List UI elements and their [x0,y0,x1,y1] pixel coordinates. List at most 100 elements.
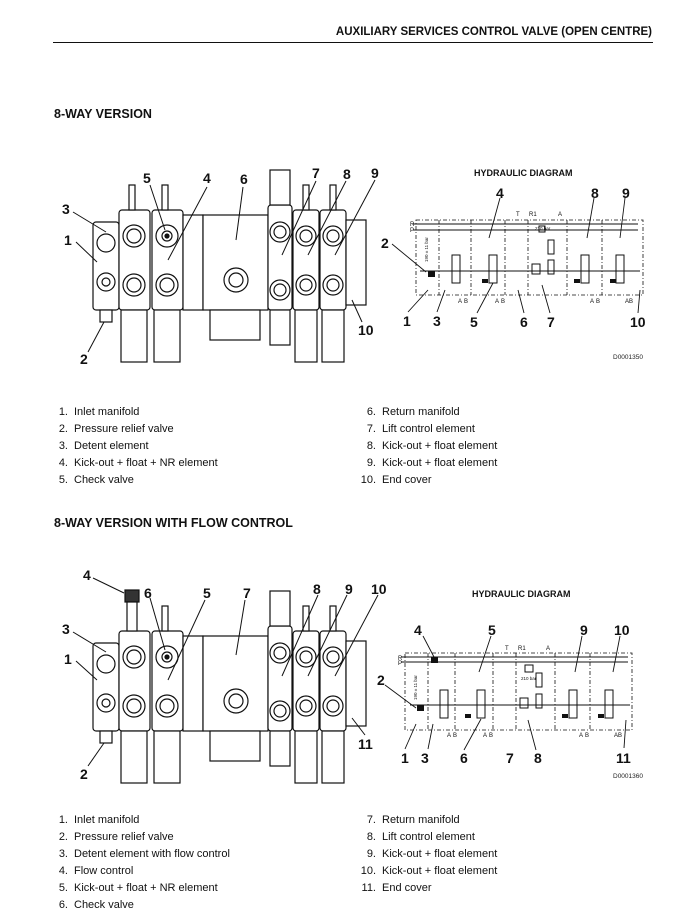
port-label-p: P [410,228,414,234]
diagram-callout-8: 8 [534,750,542,766]
legend-item: 10.End cover [360,474,432,486]
hydraulic-diagram-title: HYDRAULIC DIAGRAM [474,168,573,178]
legend-item: 3.Detent element with flow control [58,848,230,860]
callout-1: 1 [64,232,72,248]
diagram-callout-6: 6 [460,750,468,766]
callout-8: 8 [343,166,351,182]
port-label-a-1: A [458,299,462,305]
callout-10: 10 [358,322,374,338]
callout-5: 5 [143,170,151,186]
port-label-a-3: A [579,733,583,739]
port-label-b-1: B [464,299,468,305]
port-label-p: P [398,661,402,667]
diagram-callout-9: 9 [622,185,630,201]
port-label-b-1: B [453,733,457,739]
pressure-label-190: 190 ± 11 bar [413,675,418,700]
diagram-callout-9: 9 [580,622,588,638]
end-cover-shape [345,219,367,306]
port-label-a-2: A [495,299,499,305]
callout-11: 11 [358,736,373,752]
callout-2: 2 [80,351,88,367]
callout-9: 9 [371,165,379,181]
port-label-t: T [505,646,509,652]
legend-item: 8.Lift control element [366,831,475,843]
callout-9: 9 [345,581,353,597]
legend-item: 1.Inlet manifold [58,814,140,826]
legend-item: 2.Pressure relief valve [58,423,174,435]
port-label-a-1: A [447,733,451,739]
hydraulic-diagram-title: HYDRAULIC DIAGRAM [472,589,571,599]
legend-item: 4.Kick-out + float + NR element [58,457,218,469]
legend-item: 3.Detent element [58,440,149,452]
legend-item: 8.Kick-out + float element [366,440,498,452]
callout-7: 7 [243,585,251,601]
callout-4: 4 [203,170,211,186]
header-divider [53,42,653,43]
legend-left-8-way: 1.Inlet manifold 2.Pressure relief valve… [52,404,218,489]
legend-item: 7.Return manifold [366,814,460,826]
port-label-a-2: A [483,733,487,739]
legend-item: 2.Pressure relief valve [58,831,174,843]
legend-right-8-way: 6.Return manifold 7.Lift control element… [360,404,498,489]
port-label-a-3: A [590,299,594,305]
legend-right-flow-control: 7.Return manifold 8.Lift control element… [360,812,498,897]
callout-7: 7 [312,165,320,181]
diagram-callout-4: 4 [496,185,504,201]
diagram-callout-2: 2 [381,235,389,251]
port-label-b-3: B [585,733,589,739]
legend-item: 11.End cover [361,882,432,894]
port-label-b-2: B [501,299,505,305]
legend-item: 6.Check valve [58,899,134,911]
port-label-t: T [516,212,520,218]
diagram-callout-10: 10 [614,622,630,638]
diagram-callout-10: 10 [630,314,646,330]
section-title-8-way-flow-control: 8-WAY VERSION WITH FLOW CONTROL [54,516,293,530]
port-label-a-top: A [546,646,550,652]
section-title-8-way: 8-WAY VERSION [54,107,152,121]
legend-item: 5.Check valve [58,474,134,486]
diagram-callout-5: 5 [470,314,478,330]
callout-6: 6 [240,171,248,187]
callout-6: 6 [144,585,152,601]
port-label-ab: AB [625,299,633,305]
callout-4: 4 [83,567,91,583]
legend-item: 4.Flow control [58,865,134,877]
callout-2: 2 [80,766,88,782]
legend-item: 9.Kick-out + float element [366,848,498,860]
callout-1: 1 [64,651,72,667]
page-header-title: AUXILIARY SERVICES CONTROL VALVE (OPEN C… [335,26,652,38]
diagram-callout-11: 11 [616,750,631,766]
diagram-callout-7: 7 [506,750,514,766]
diagram-callout-3: 3 [433,313,441,329]
diagram-callout-4: 4 [414,622,422,638]
diagram-callout-1: 1 [403,313,411,329]
port-label-b-2: B [489,733,493,739]
callout-8: 8 [313,581,321,597]
diagram-callout-1: 1 [401,750,409,766]
drawing-code: D0001360 [613,773,643,780]
pressure-label-210: 210 bar [521,676,537,681]
callout-3: 3 [62,621,70,637]
pressure-label-190: 190 ± 11 bar [424,237,429,262]
legend-item: 9.Kick-out + float element [366,457,498,469]
legend-item: 7.Lift control element [366,423,475,435]
port-label-b-3: B [596,299,600,305]
port-label-ab: AB [614,733,622,739]
legend-item: 6.Return manifold [366,406,460,418]
diagram-callout-6: 6 [520,314,528,330]
diagram-callout-8: 8 [591,185,599,201]
port-label-r1: R1 [529,212,537,218]
legend-item: 5.Kick-out + float + NR element [58,882,218,894]
legend-item: 1.Inlet manifold [58,406,140,418]
drawing-code: D0001350 [613,354,643,361]
callout-10: 10 [371,581,387,597]
diagram-callout-7: 7 [547,314,555,330]
legend-left-flow-control: 1.Inlet manifold 2.Pressure relief valve… [52,812,230,914]
port-label-r: R [398,656,403,662]
pressure-label-210: 210 bar [535,226,551,231]
port-label-r: R [410,222,415,228]
